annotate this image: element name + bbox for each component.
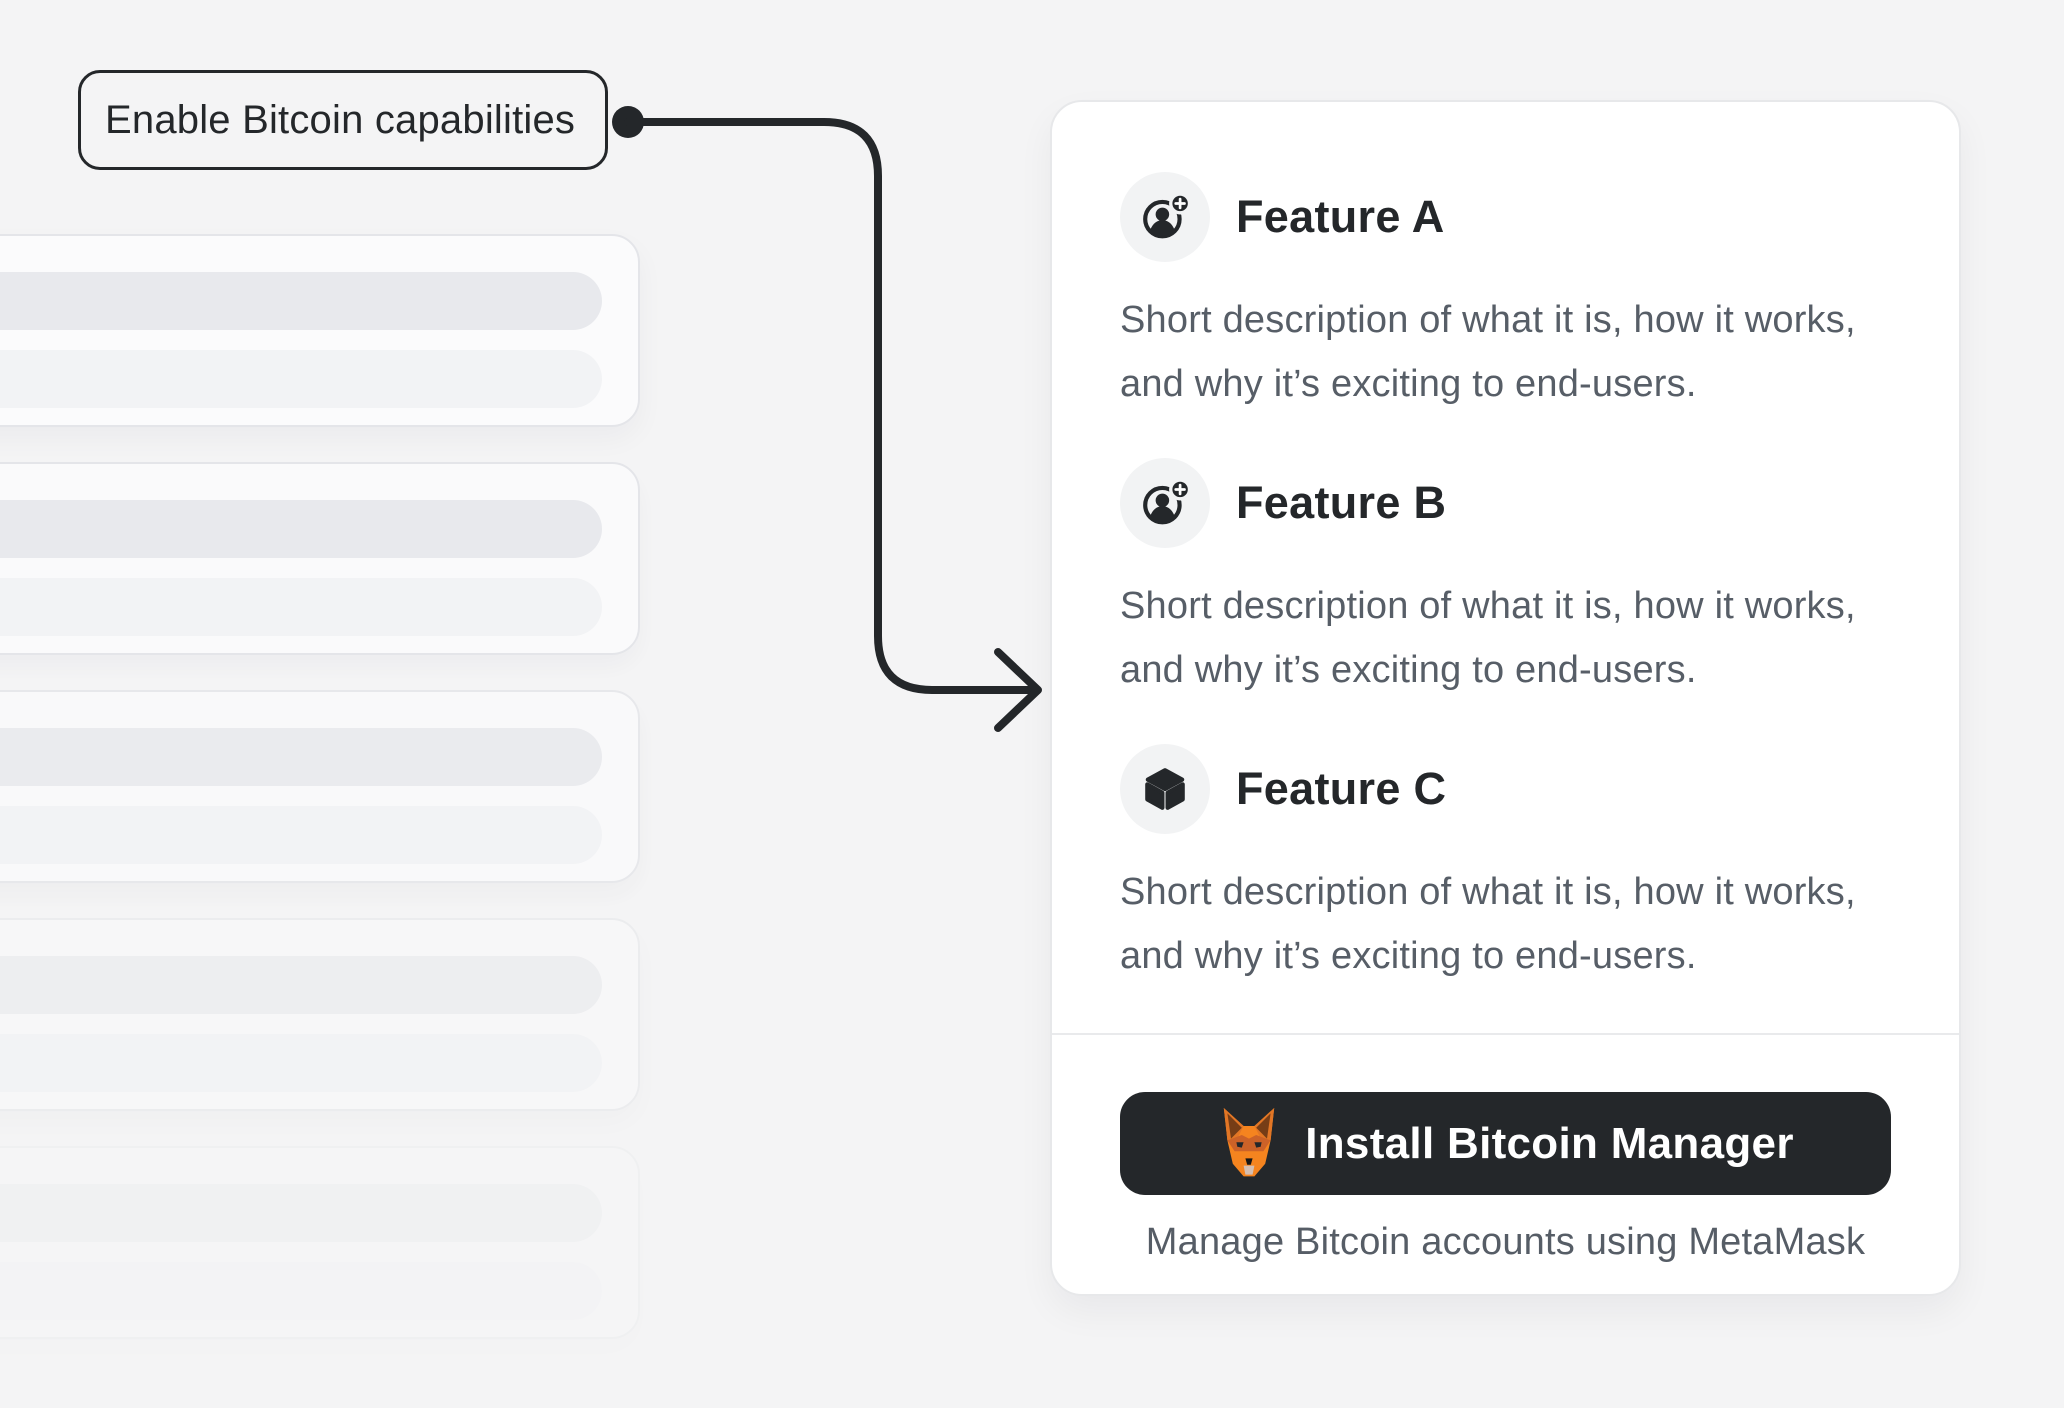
install-bitcoin-manager-button[interactable]: Install Bitcoin Manager [1120,1092,1891,1195]
skeleton-bar [0,272,602,330]
connector-dot [612,106,644,138]
skeleton-bar [0,728,602,786]
user-plus-icon [1120,458,1210,548]
feature-item-c: Feature C Short description of what it i… [1120,744,1891,988]
feature-panel: Feature A Short description of what it i… [1050,100,1961,1296]
install-button-label: Install Bitcoin Manager [1305,1118,1794,1168]
feature-description: Short description of what it is, how it … [1120,871,1856,977]
skeleton-card [0,1146,640,1339]
feature-item-b: Feature B Short description of what it i… [1120,458,1891,702]
feature-title: Feature C [1236,763,1447,814]
feature-header: Feature A [1120,172,1891,262]
arrowhead-icon [994,648,1042,732]
skeleton-card [0,918,640,1111]
divider [1052,1033,1959,1035]
feature-title: Feature B [1236,477,1447,528]
feature-header: Feature C [1120,744,1891,834]
feature-list: Feature A Short description of what it i… [1120,172,1891,1030]
skeleton-bar [0,956,602,1014]
skeleton-bar [0,578,602,636]
skeleton-card [0,234,640,427]
skeleton-bar [0,806,602,864]
callout-label: Enable Bitcoin capabilities [105,97,576,142]
panel-caption: Manage Bitcoin accounts using MetaMask [1145,1221,1866,1263]
skeleton-bar [0,500,602,558]
metamask-fox-icon [1224,1107,1275,1176]
feature-description: Short description of what it is, how it … [1120,299,1856,405]
feature-item-a: Feature A Short description of what it i… [1120,172,1891,416]
callout-enable-bitcoin: Enable Bitcoin capabilities [78,70,609,170]
feature-header: Feature B [1120,458,1891,548]
skeleton-card [0,462,640,655]
skeleton-card [0,690,640,883]
skeleton-bar [0,1184,602,1242]
skeleton-bar [0,1034,602,1092]
feature-description: Short description of what it is, how it … [1120,585,1856,691]
feature-title: Feature A [1236,191,1445,242]
skeleton-bar [0,1262,602,1320]
panel-bottom: Install Bitcoin Manager Manage Bitcoin a… [1120,1035,1891,1265]
cube-icon [1120,744,1210,834]
user-plus-icon [1120,172,1210,262]
skeleton-bar [0,350,602,408]
